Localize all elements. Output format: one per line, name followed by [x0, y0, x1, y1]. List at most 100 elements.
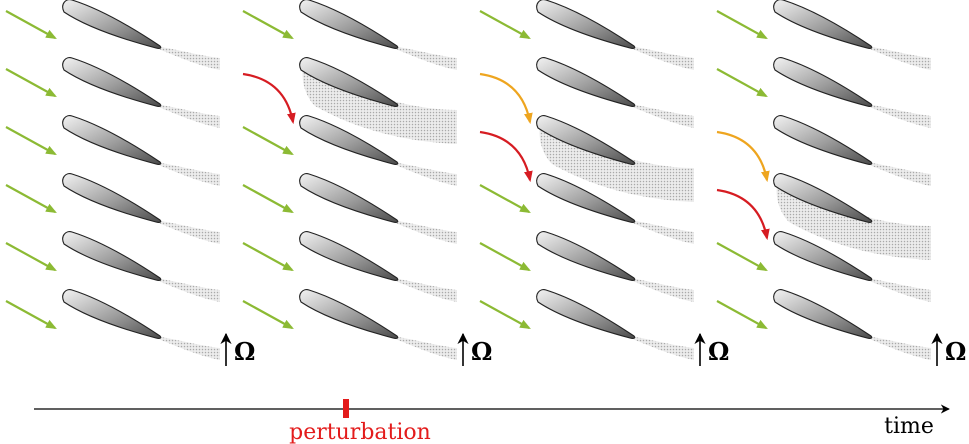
blade	[299, 0, 399, 49]
omega-label: Ω	[471, 337, 492, 366]
blade-row	[242, 0, 457, 70]
blade	[773, 231, 873, 281]
perturbation-marker	[343, 399, 349, 418]
wake	[867, 278, 931, 302]
blade-row	[716, 289, 931, 360]
panel-2: Ω	[242, 0, 492, 366]
wake	[630, 104, 694, 128]
inflow-arrow-normal	[716, 68, 768, 98]
inflow-arrow-normal	[242, 184, 294, 214]
wake	[393, 336, 457, 360]
inflow-arrow-normal	[716, 242, 768, 272]
inflow-arrow-normal	[479, 10, 531, 40]
blade	[773, 173, 873, 223]
inflow-arrow-normal	[479, 184, 531, 214]
blade-row	[5, 115, 220, 186]
panel-3: Ω	[479, 0, 729, 366]
inflow-arrow-normal	[242, 126, 294, 156]
blade-row	[716, 231, 931, 302]
inflow-arrow-normal	[479, 242, 531, 272]
blade-row	[716, 173, 931, 260]
inflow-arrow-normal	[5, 68, 57, 98]
perturbation-label: perturbation	[289, 420, 431, 444]
blade-row	[479, 289, 694, 360]
wake	[156, 336, 220, 360]
blade	[773, 0, 873, 49]
omega-label: Ω	[945, 337, 966, 366]
omega-label: Ω	[234, 337, 255, 366]
blade	[536, 57, 636, 107]
blade	[62, 173, 162, 223]
blade	[62, 0, 162, 49]
blade-row	[242, 173, 457, 244]
blade	[299, 57, 399, 107]
blade	[536, 115, 636, 165]
wake	[156, 162, 220, 186]
blade-row	[716, 115, 931, 186]
blade-row	[242, 231, 457, 302]
panel-1: Ω	[5, 0, 255, 366]
blade	[536, 231, 636, 281]
blade-row	[716, 57, 931, 128]
wake	[867, 104, 931, 128]
inflow-arrow-normal	[479, 300, 531, 330]
wake	[867, 46, 931, 70]
blade	[299, 289, 399, 339]
time-label: time	[884, 414, 934, 439]
wake	[393, 46, 457, 70]
blade-row	[479, 57, 694, 128]
blade-row	[242, 115, 457, 186]
inflow-arrow-normal	[5, 242, 57, 272]
omega-label: Ω	[708, 337, 729, 366]
inflow-arrow-normal	[716, 300, 768, 330]
wake	[867, 336, 931, 360]
panel-4: Ω	[716, 0, 966, 366]
wake	[393, 278, 457, 302]
inflow-arrow-normal	[5, 10, 57, 40]
blade-row	[479, 173, 694, 244]
blade-row	[242, 57, 457, 144]
blade	[536, 0, 636, 49]
blade-row	[716, 0, 931, 70]
blade-row	[479, 115, 694, 202]
inflow-arrow-normal	[242, 10, 294, 40]
inflow-arrow-strong	[479, 130, 533, 183]
inflow-arrow-moderate	[716, 130, 770, 183]
blade-row	[479, 0, 694, 70]
inflow-arrow-normal	[716, 10, 768, 40]
time-axis: perturbation time	[34, 399, 950, 444]
blade-row	[479, 231, 694, 302]
blade	[773, 115, 873, 165]
blade	[536, 173, 636, 223]
inflow-arrow-normal	[242, 300, 294, 330]
inflow-arrow-moderate	[479, 72, 533, 125]
wake	[156, 104, 220, 128]
blade	[773, 289, 873, 339]
wake	[630, 46, 694, 70]
blade	[62, 57, 162, 107]
inflow-arrow-strong	[716, 188, 770, 241]
wake	[393, 220, 457, 244]
wake	[156, 220, 220, 244]
wake	[156, 46, 220, 70]
inflow-arrow-normal	[242, 242, 294, 272]
wake	[867, 162, 931, 186]
blade-row	[5, 231, 220, 302]
blade	[299, 115, 399, 165]
blade-row	[242, 289, 457, 360]
inflow-arrow-normal	[5, 300, 57, 330]
blade	[299, 173, 399, 223]
wake	[630, 336, 694, 360]
wake	[393, 162, 457, 186]
inflow-arrow-strong	[242, 72, 296, 125]
blade	[299, 231, 399, 281]
blade	[773, 57, 873, 107]
blade	[62, 289, 162, 339]
wake	[156, 278, 220, 302]
inflow-arrow-normal	[5, 126, 57, 156]
wake	[630, 278, 694, 302]
blade-row	[5, 57, 220, 128]
